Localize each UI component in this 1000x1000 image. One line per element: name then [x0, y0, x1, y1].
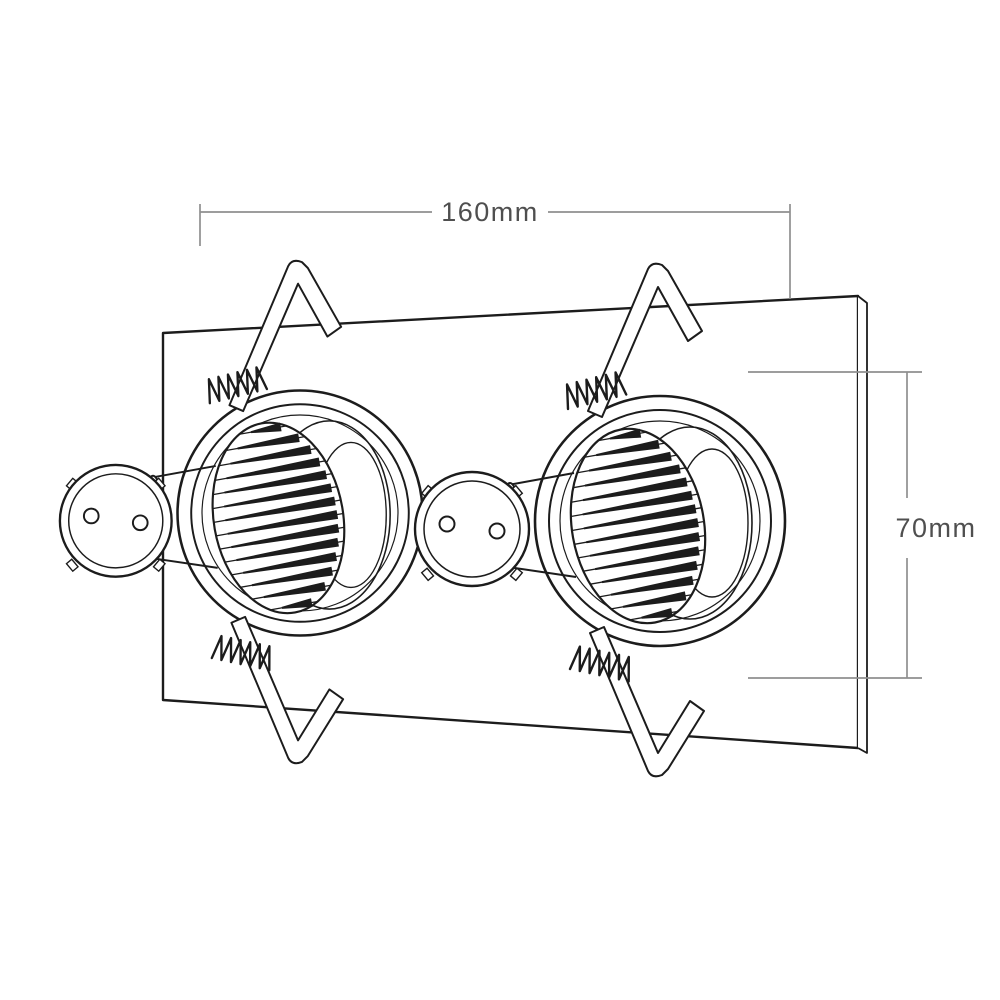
height-dimension: 70mm [748, 371, 976, 679]
plate-side-edge [857, 295, 868, 754]
width-dimension-label: 160mm [441, 197, 539, 227]
width-dimension: 160mm [199, 197, 791, 299]
height-dimension-label: 70mm [895, 513, 976, 543]
